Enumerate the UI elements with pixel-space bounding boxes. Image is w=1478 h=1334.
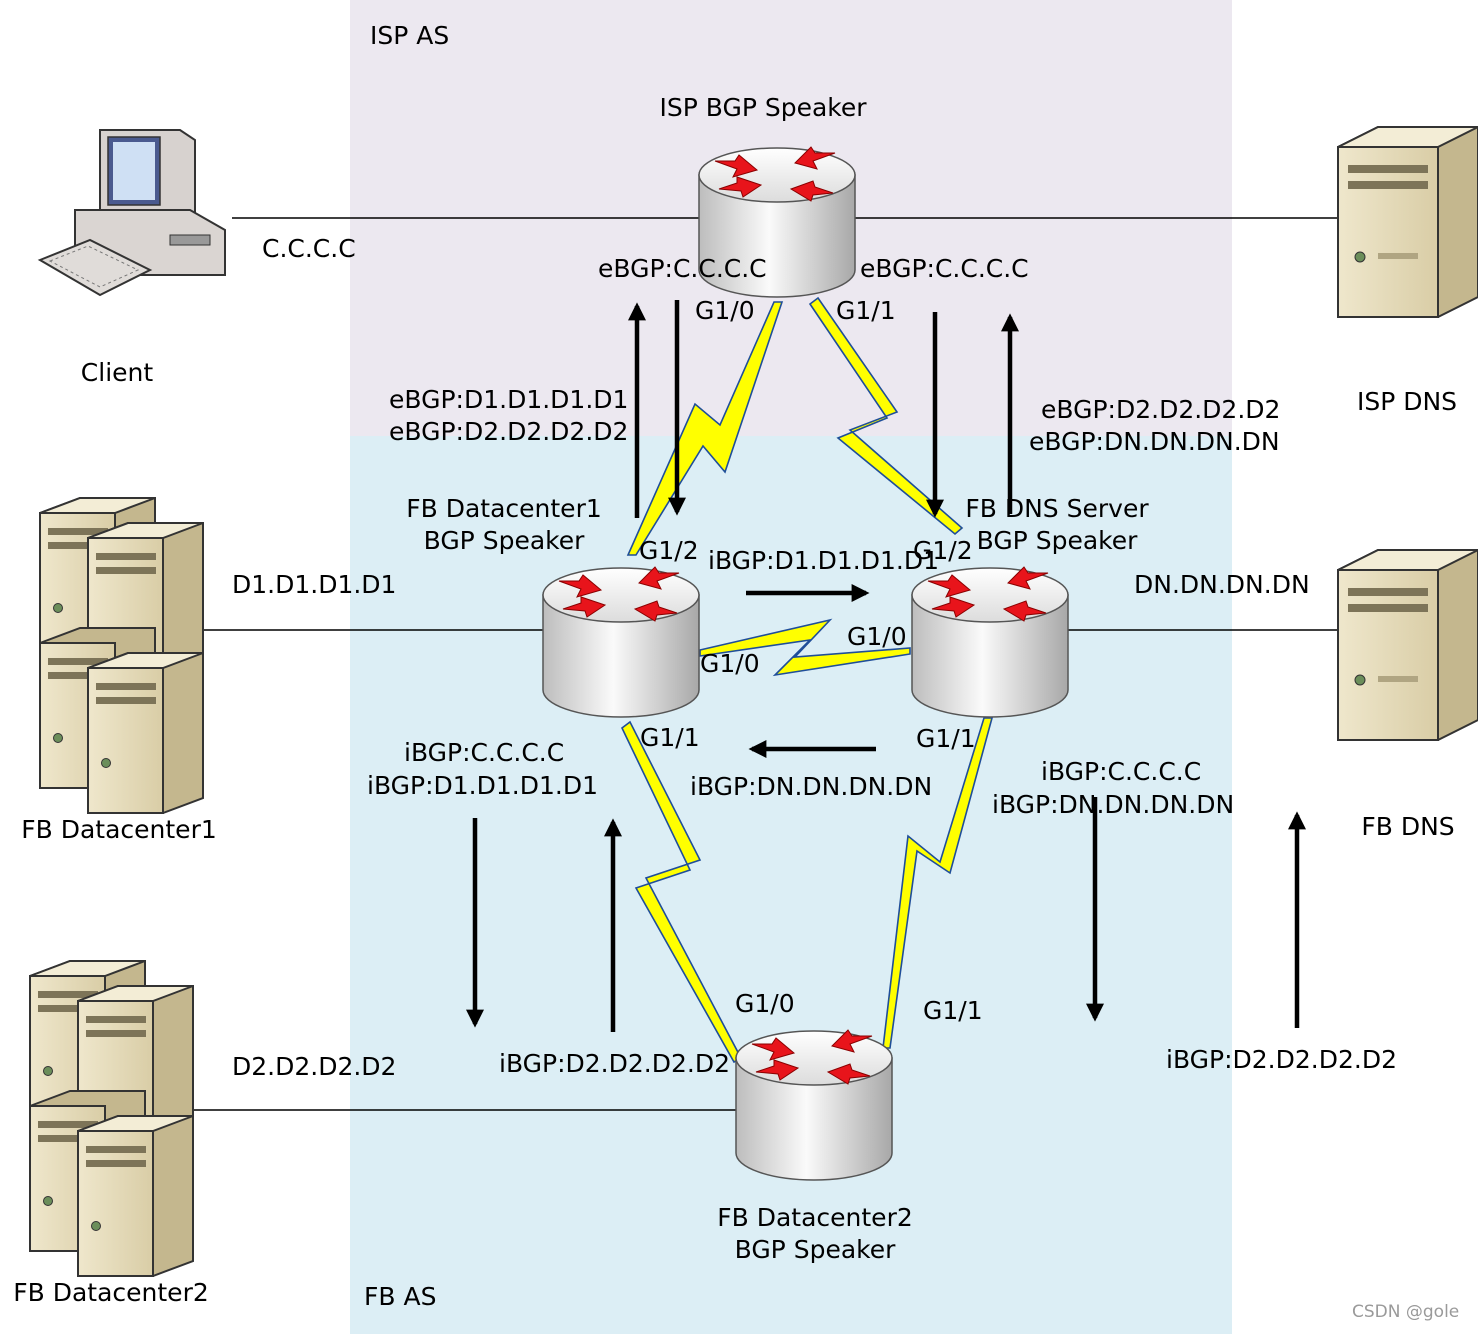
isp-dns-server-icon[interactable] [1337, 126, 1478, 318]
dc1-g12-label: G1/2 [639, 536, 699, 565]
adv-isp-to-dns: eBGP:C.C.C.C [860, 254, 1029, 283]
adv-dns-to-dc2-line2: iBGP:DN.DN.DN.DN [992, 790, 1235, 819]
adv-dns-to-dc2-line1: iBGP:C.C.C.C [1041, 757, 1202, 786]
dc2-router-label-line2: BGP Speaker [734, 1235, 896, 1264]
client-pc-icon[interactable] [39, 129, 226, 296]
serial-link-isp-dns [808, 296, 964, 536]
client-prefix-label: C.C.C.C [262, 234, 356, 263]
dc1-prefix-label: D1.D1.D1.D1 [232, 570, 397, 599]
fb-datacenter1-servers-icon[interactable] [39, 497, 204, 814]
dc2-prefix-label: D2.D2.D2.D2 [232, 1052, 397, 1081]
fb-dns-server-icon[interactable] [1337, 549, 1478, 741]
adv-dc1-to-isp-line1: eBGP:D1.D1.D1.D1 [389, 385, 629, 414]
isp-as-label: ISP AS [370, 21, 450, 50]
fb-datacenter2-servers-icon[interactable] [29, 960, 194, 1277]
fb-as-zone [350, 436, 1232, 1334]
dns-prefix-label: DN.DN.DN.DN [1134, 570, 1310, 599]
adv-isp-to-dc1: eBGP:C.C.C.C [598, 254, 767, 283]
adv-dc2-to-dc1: iBGP:D2.D2.D2.D2 [499, 1049, 730, 1078]
dc2-g11-label: G1/1 [923, 996, 983, 1025]
watermark: CSDN @gole [1352, 1302, 1460, 1322]
dns-g12-label: G1/2 [913, 536, 973, 565]
client-label: Client [80, 358, 154, 387]
dc2-bgp-router[interactable] [735, 1029, 893, 1181]
fb-as-label: FB AS [364, 1282, 437, 1311]
dc1-g11-label: G1/1 [640, 723, 700, 752]
dns-g10-label: G1/0 [847, 622, 907, 651]
adv-dc1-to-dc2-line1: iBGP:C.C.C.C [404, 738, 565, 767]
adv-dc1-to-dns: iBGP:D1.D1.D1.D1 [708, 546, 939, 575]
dns-router-label-line1: FB DNS Server [965, 494, 1149, 523]
adv-dc1-to-isp-line2: eBGP:D2.D2.D2.D2 [389, 417, 629, 446]
adv-dns-to-dc1: iBGP:DN.DN.DN.DN [690, 772, 933, 801]
isp-dns-label: ISP DNS [1356, 387, 1458, 416]
isp-g11-label: G1/1 [836, 296, 896, 325]
serial-link-dc1-dns [699, 618, 911, 677]
isp-g10-label: G1/0 [695, 296, 755, 325]
serial-link-dc1-dc2 [620, 720, 743, 1064]
isp-router-label: ISP BGP Speaker [659, 93, 867, 122]
adv-dc1-to-dc2-line2: iBGP:D1.D1.D1.D1 [367, 771, 598, 800]
dc2-router-label-line1: FB Datacenter2 [717, 1203, 913, 1232]
dns-bgp-router[interactable] [911, 566, 1069, 718]
dc1-router-label-line1: FB Datacenter1 [406, 494, 602, 523]
fb-dns-label: FB DNS [1361, 812, 1455, 841]
dns-g11-label: G1/1 [916, 724, 976, 753]
adv-dns-to-isp-line1: eBGP:D2.D2.D2.D2 [1041, 395, 1281, 424]
dc1-bgp-router[interactable] [542, 566, 700, 718]
fb-datacenter1-label: FB Datacenter1 [21, 815, 217, 844]
dc1-g10-label: G1/0 [700, 649, 760, 678]
dc2-g10-label: G1/0 [735, 989, 795, 1018]
adv-dc2-to-dns: iBGP:D2.D2.D2.D2 [1166, 1045, 1397, 1074]
dc1-router-label-line2: BGP Speaker [423, 526, 585, 555]
fb-datacenter2-label: FB Datacenter2 [13, 1278, 209, 1307]
serial-link-isp-dc1 [626, 301, 784, 556]
adv-dns-to-isp-line2: eBGP:DN.DN.DN.DN [1029, 427, 1280, 456]
dns-router-label-line2: BGP Speaker [976, 526, 1138, 555]
